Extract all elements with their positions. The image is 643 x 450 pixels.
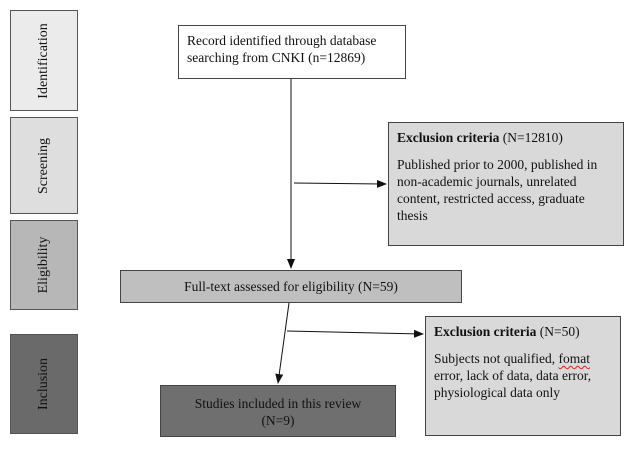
arrow-to-exclusion-1	[293, 179, 387, 188]
identification-text: Record identified through database searc…	[187, 33, 377, 65]
exclusion-2-count: (N=50)	[539, 324, 580, 339]
exclusion-1-heading-line: Exclusion criteria (N=12810)	[397, 129, 615, 146]
included-line-1: Studies included in this review	[194, 396, 362, 411]
arrow-fulltext-to-included	[275, 302, 290, 384]
exclusion-2-body-after: error, lack of data, data error, physiol…	[434, 368, 592, 400]
arrow-to-exclusion-2	[286, 329, 424, 338]
exclusion-1-heading: Exclusion criteria	[397, 130, 500, 145]
fulltext-box: Full-text assessed for eligibility (N=59…	[120, 270, 462, 303]
stage-eligibility: Eligibility	[10, 220, 78, 310]
exclusion-2-heading-line: Exclusion criteria (N=50)	[434, 323, 612, 340]
exclusion-criteria-box-2: Exclusion criteria (N=50) Subjects not q…	[425, 316, 621, 436]
included-line-2: (N=9)	[261, 413, 295, 428]
stage-inclusion: Inclusion	[10, 334, 78, 434]
exclusion-1-body: Published prior to 2000, published in no…	[397, 157, 598, 223]
fulltext-text: Full-text assessed for eligibility (N=59…	[184, 279, 398, 294]
exclusion-2-body-before: Subjects not qualified,	[434, 351, 559, 366]
stage-screening: Screening	[10, 117, 78, 214]
stage-identification: Identification	[10, 10, 78, 111]
exclusion-2-body-misspelled: fomat	[558, 351, 590, 366]
exclusion-1-count: (N=12810)	[502, 130, 563, 145]
included-box: Studies included in this review (N=9)	[160, 385, 396, 437]
exclusion-criteria-box-1: Exclusion criteria (N=12810) Published p…	[388, 122, 624, 246]
identification-box: Record identified through database searc…	[178, 25, 406, 79]
exclusion-2-heading: Exclusion criteria	[434, 324, 537, 339]
exclusion-2-body: Subjects not qualified, fomat error, lac…	[434, 350, 612, 401]
